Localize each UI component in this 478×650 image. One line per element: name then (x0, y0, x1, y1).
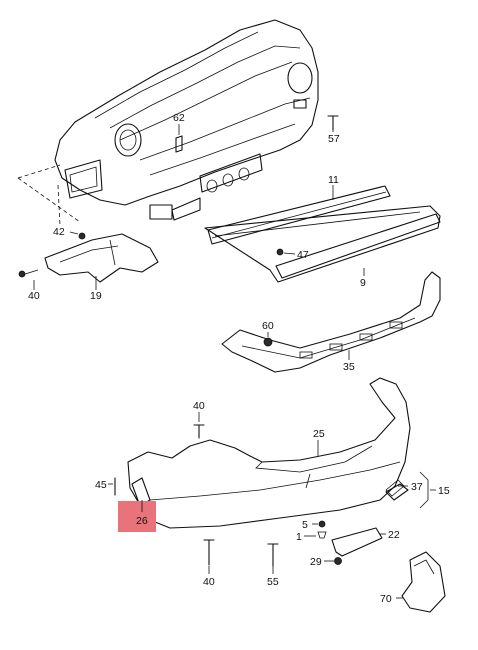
callout-62: 62 (173, 112, 185, 124)
callout-9: 9 (360, 277, 366, 289)
part-11-impact-bar (207, 185, 391, 245)
part-5-1-clips (304, 520, 327, 539)
part-29-nut (324, 557, 342, 565)
callout-42: 42 (53, 226, 65, 238)
callout-37: 37 (411, 481, 423, 493)
part-45-screw (108, 477, 116, 496)
callout-22: 22 (388, 529, 400, 541)
callout-55: 55 (267, 576, 279, 588)
part-55-screw (267, 543, 279, 574)
part-40-screw-bottom (203, 539, 215, 574)
part-22-guide-plate (331, 527, 386, 557)
part-19-side-bracket (44, 231, 159, 290)
callout-25: 25 (313, 428, 325, 440)
callout-40-top: 40 (28, 290, 40, 302)
part-60-nut (263, 332, 273, 347)
part-47-screw (276, 248, 296, 256)
callout-57: 57 (328, 133, 340, 145)
part-40-screw-top (18, 269, 39, 290)
part-9-absorber (204, 205, 441, 283)
rear-body-shell (17, 19, 319, 227)
callout-1: 1 (296, 531, 302, 543)
part-15-group (385, 471, 436, 509)
callout-5: 5 (302, 519, 308, 531)
part-57-bolt (327, 115, 339, 132)
part-62-bolt (175, 124, 183, 153)
callout-35: 35 (343, 361, 355, 373)
callout-70: 70 (380, 593, 392, 605)
callout-47: 47 (297, 249, 309, 261)
part-25-bumper-cover (127, 377, 411, 529)
callout-60: 60 (262, 320, 274, 332)
callout-15: 15 (438, 485, 450, 497)
callout-40-bottom: 40 (203, 576, 215, 588)
callout-19: 19 (90, 290, 102, 302)
part-26-reflector (118, 477, 156, 532)
callout-45: 45 (95, 479, 107, 491)
callout-26: 26 (136, 515, 148, 527)
part-35-guide-bracket (221, 271, 441, 373)
part-40-screw-mid (193, 412, 205, 439)
callout-40-mid: 40 (193, 400, 205, 412)
callout-11: 11 (328, 174, 339, 186)
part-70-mud-flap (396, 551, 446, 613)
highlight-box-26 (118, 501, 156, 532)
callout-29: 29 (310, 556, 322, 568)
